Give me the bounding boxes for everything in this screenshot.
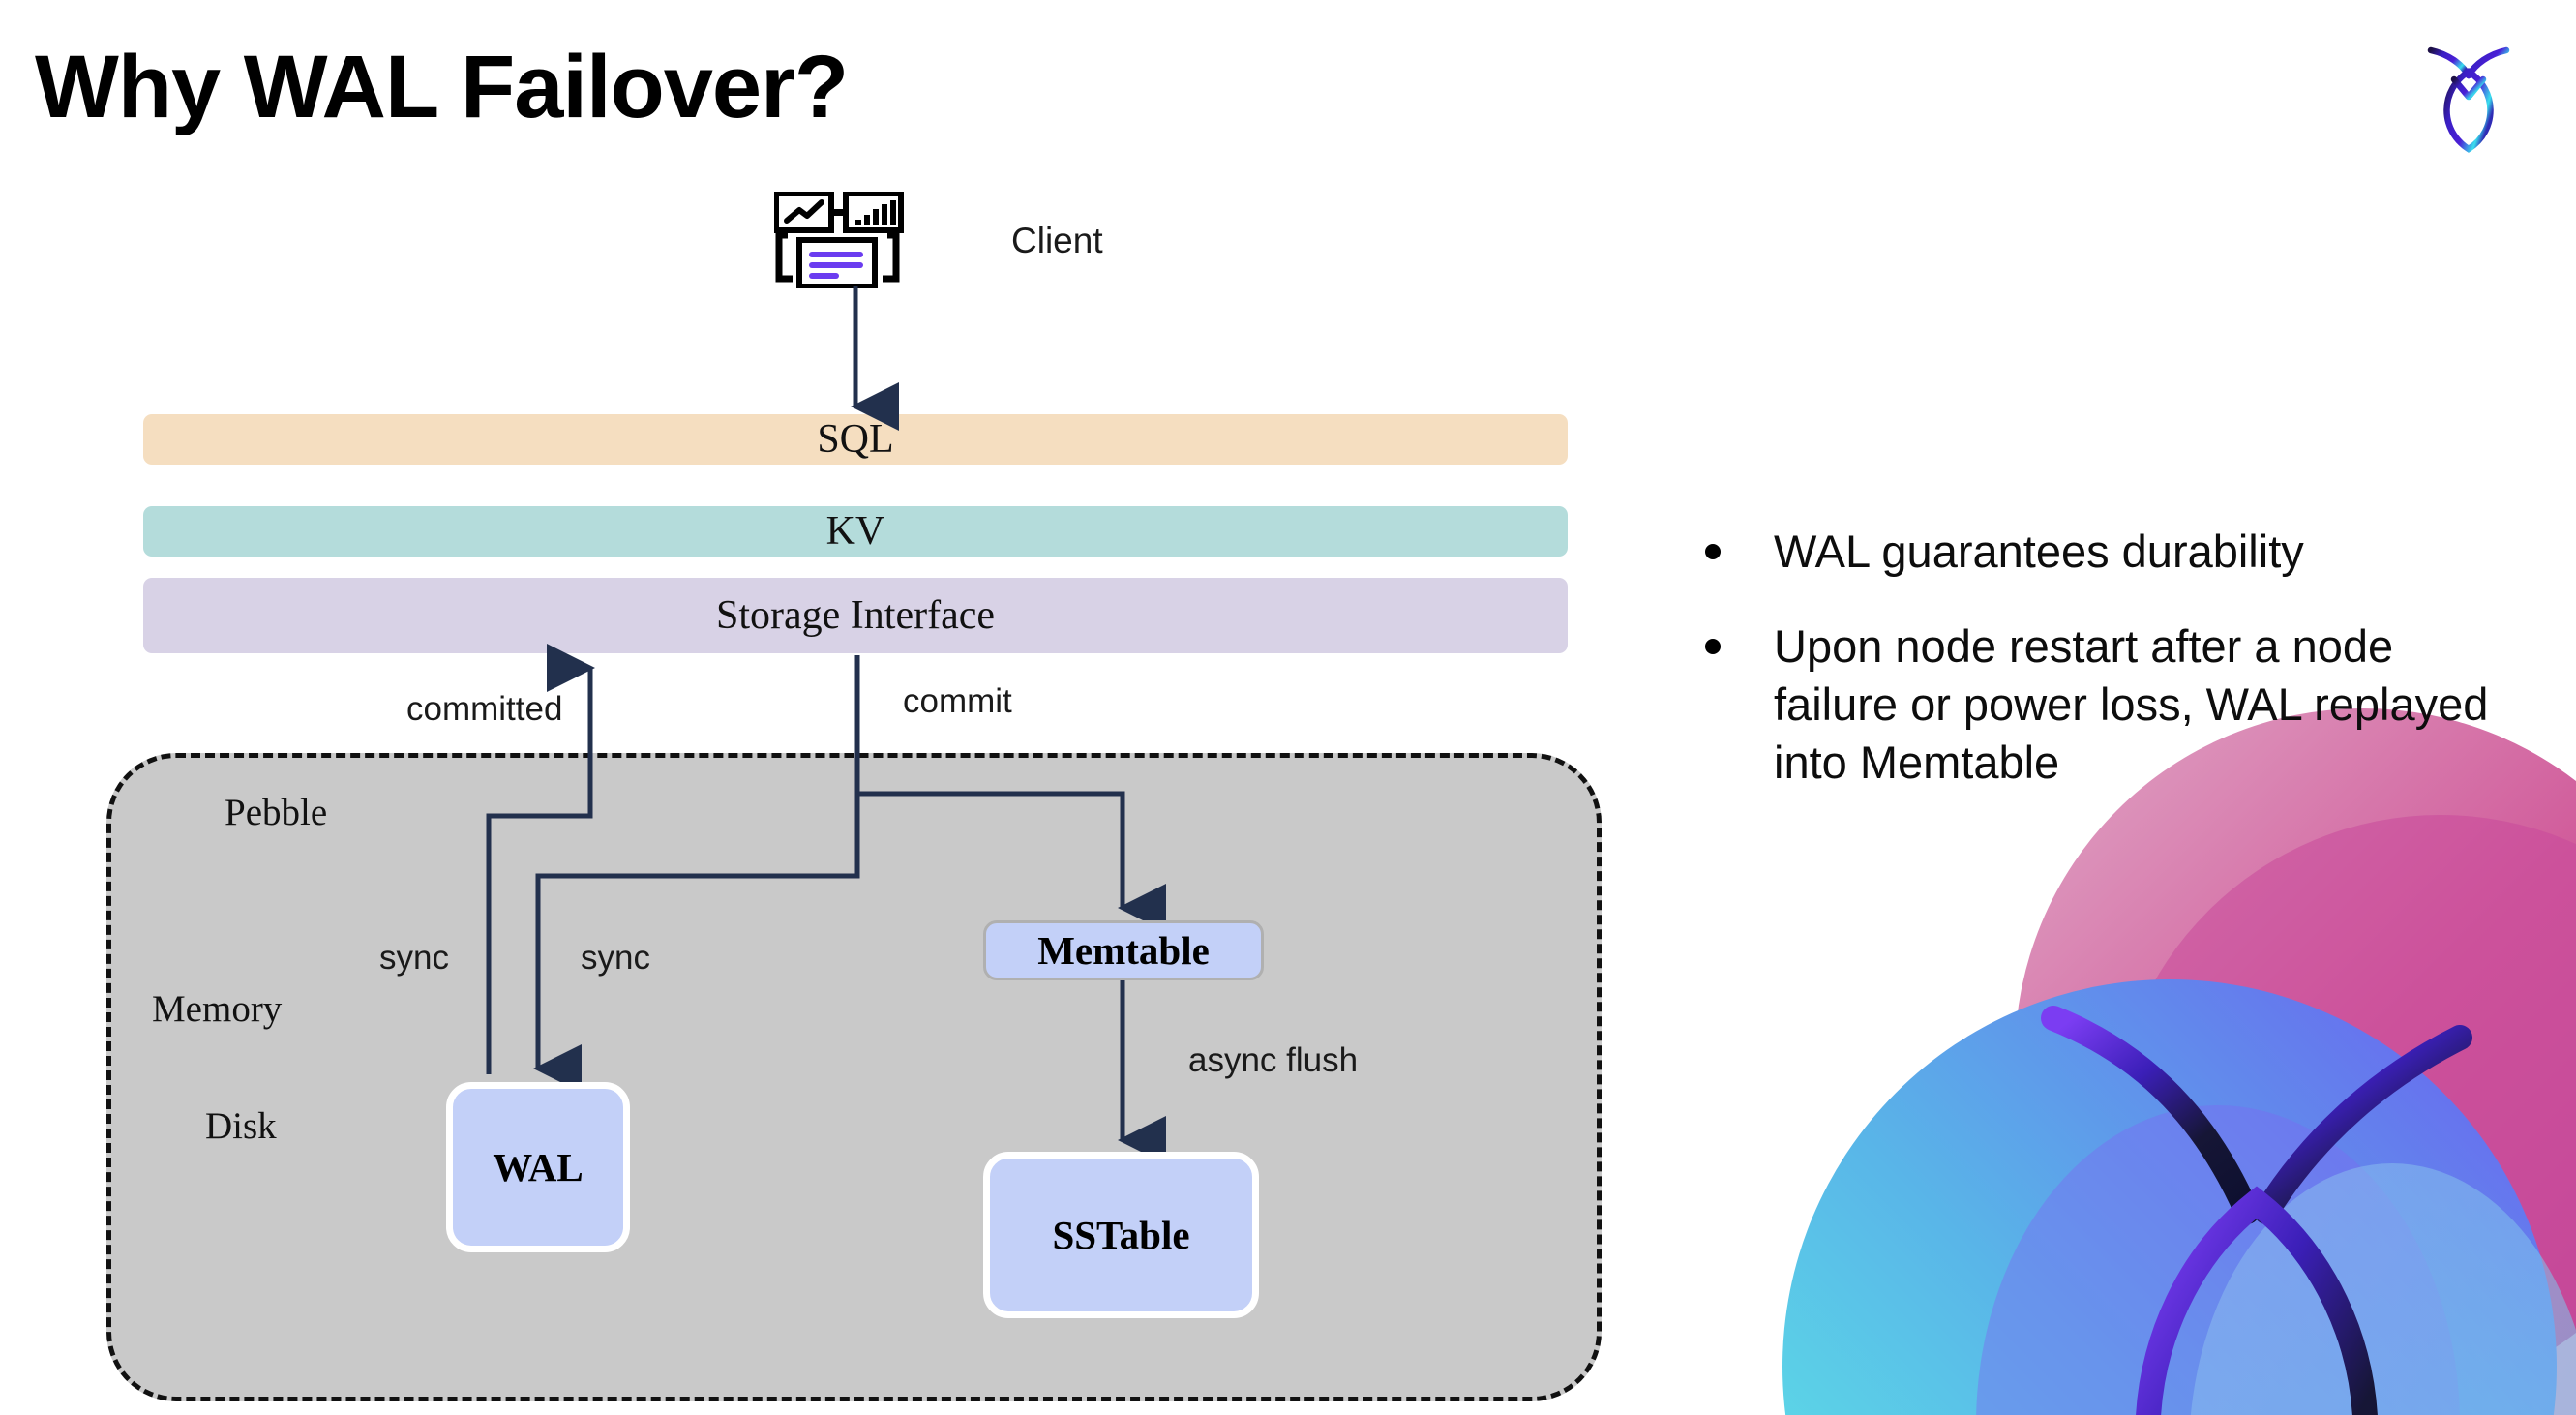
edge-label-sync-1: sync: [379, 939, 449, 977]
pebble-container: [106, 753, 1602, 1401]
node-memtable-label: Memtable: [1037, 928, 1210, 973]
stack-bar-kv-label: KV: [825, 509, 885, 554]
edge-label-committed: committed: [406, 690, 563, 728]
node-memtable: Memtable: [983, 920, 1264, 980]
page-title: Why WAL Failover?: [35, 38, 849, 136]
stack-bar-sql: SQL: [143, 414, 1568, 465]
bullet-dot-icon: [1705, 639, 1721, 655]
memory-label: Memory: [152, 988, 283, 1030]
stack-bar-storage-interface: Storage Interface: [143, 578, 1568, 653]
stack-bar-storage-interface-label: Storage Interface: [716, 593, 995, 638]
edge-label-commit: commit: [903, 682, 1012, 720]
edge-label-async-flush: async flush: [1188, 1041, 1359, 1079]
client-label: Client: [1011, 221, 1103, 260]
client-dashboard-icon: [774, 192, 904, 288]
bullet-list: WAL guarantees durability Upon node rest…: [1705, 523, 2528, 829]
list-item: WAL guarantees durability: [1705, 523, 2528, 581]
bullet-dot-icon: [1705, 544, 1721, 559]
node-sstable: SSTable: [983, 1152, 1259, 1318]
edge-label-sync-2: sync: [581, 939, 650, 977]
stack-bar-kv: KV: [143, 506, 1568, 557]
disk-label: Disk: [205, 1105, 277, 1147]
stack-bar-sql-label: SQL: [817, 417, 894, 462]
node-wal: WAL: [446, 1082, 630, 1252]
bullet-text: Upon node restart after a node failure o…: [1774, 620, 2489, 789]
bullet-text: WAL guarantees durability: [1774, 526, 2304, 577]
node-sstable-label: SSTable: [1052, 1213, 1190, 1257]
node-wal-label: WAL: [493, 1145, 584, 1189]
cockroachdb-logo-icon: [2427, 46, 2510, 153]
list-item: Upon node restart after a node failure o…: [1705, 617, 2528, 792]
pebble-label: Pebble: [225, 792, 328, 833]
